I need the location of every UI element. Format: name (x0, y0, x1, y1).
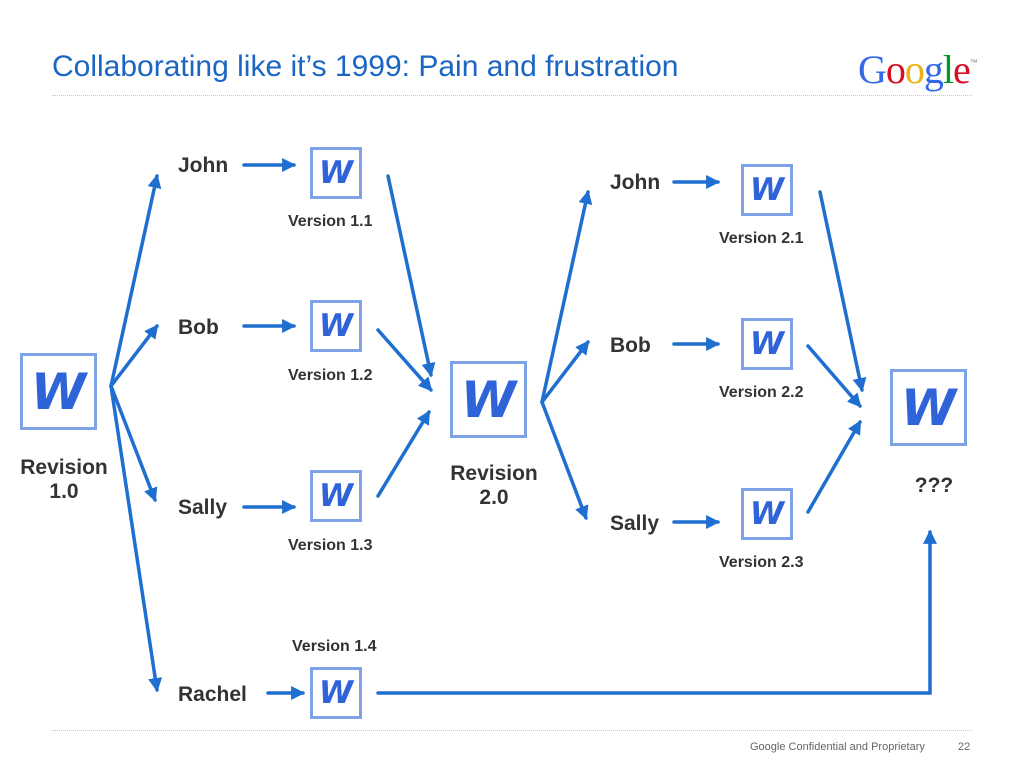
trademark-symbol: ™ (969, 58, 978, 67)
arrow-rev1-to-bob (109, 324, 159, 388)
arrow-rev2-to-bob (540, 340, 590, 404)
name-bob-round2: Bob (610, 334, 651, 357)
word-letter-icon: W (318, 477, 354, 514)
word-letter-icon: W (460, 370, 517, 429)
title-divider (52, 95, 972, 96)
logo-letter: G (858, 47, 887, 92)
arrow-rev1-to-sally (109, 384, 158, 502)
arrow-rev2-to-john (540, 189, 593, 404)
version-1-3-label: Version 1.3 (288, 537, 373, 554)
arrow-v1-2-to-rev2 (376, 328, 433, 392)
word-doc-icon-v2-2: W (741, 318, 793, 370)
arrow-rev1-to-rachel (109, 384, 163, 693)
version-2-3-label: Version 2.3 (719, 554, 804, 571)
arrow-v1-3-to-rev2 (376, 410, 431, 498)
arrow-v1-4-to-final (376, 529, 937, 695)
footer-divider (52, 730, 972, 731)
version-1-4-label: Version 1.4 (292, 638, 377, 655)
arrow-v2-2-to-final (806, 344, 862, 408)
word-letter-icon: W (318, 154, 354, 191)
name-bob-round1: Bob (178, 316, 219, 339)
word-doc-icon-v1-1: W (310, 147, 362, 199)
final-label: ??? (914, 474, 954, 497)
word-doc-icon-v2-3: W (741, 488, 793, 540)
arrow-v2-1-to-final (818, 190, 867, 393)
arrow-rev1-to-john (109, 173, 162, 388)
logo-letter: l (942, 47, 954, 92)
name-john-round2: John (610, 171, 661, 194)
slide-title: Collaborating like it’s 1999: Pain and f… (52, 50, 679, 83)
word-doc-icon-final: W (890, 369, 967, 446)
version-2-1-label: Version 2.1 (719, 230, 804, 247)
name-rachel-round1: Rachel (178, 683, 247, 706)
version-2-2-label: Version 2.2 (719, 384, 804, 401)
word-letter-icon: W (749, 171, 785, 208)
arrow-rev2-to-sally (540, 400, 589, 520)
google-logo: Google™ (858, 46, 978, 93)
name-sally-round1: Sally (178, 496, 228, 519)
word-doc-icon-v1-2: W (310, 300, 362, 352)
logo-letter: o (904, 47, 925, 92)
word-letter-icon: W (749, 325, 785, 362)
word-doc-icon-v1-4: W (310, 667, 362, 719)
word-doc-icon-revision-1: W (20, 353, 97, 430)
arrow-v1-1-to-rev2 (386, 174, 436, 378)
footer-confidential: Google Confidential and Proprietary (750, 741, 925, 753)
name-john-round1: John (178, 154, 229, 177)
revision-1-label-line1: Revision (20, 456, 108, 479)
version-1-2-label: Version 1.2 (288, 367, 373, 384)
word-doc-icon-v1-3: W (310, 470, 362, 522)
word-letter-icon: W (900, 378, 957, 437)
revision-2-label-line2: 2.0 (479, 486, 509, 510)
word-letter-icon: W (318, 674, 354, 711)
word-letter-icon: W (749, 495, 785, 532)
word-doc-icon-v2-1: W (741, 164, 793, 216)
logo-letter: o (885, 47, 906, 92)
word-doc-icon-revision-2: W (450, 361, 527, 438)
revision-2-label: Revision 2.0 (436, 462, 552, 510)
word-letter-icon: W (30, 362, 87, 421)
logo-letter: e (953, 47, 971, 92)
name-sally-round2: Sally (610, 512, 660, 535)
revision-2-label-line1: Revision (450, 462, 538, 485)
revision-1-label: Revision 1.0 (6, 456, 122, 504)
logo-letter: g (923, 47, 944, 92)
page-number: 22 (958, 741, 971, 753)
revision-1-label-line2: 1.0 (49, 480, 79, 504)
version-1-1-label: Version 1.1 (288, 213, 373, 230)
arrow-v2-3-to-final (806, 420, 862, 514)
word-letter-icon: W (318, 307, 354, 344)
